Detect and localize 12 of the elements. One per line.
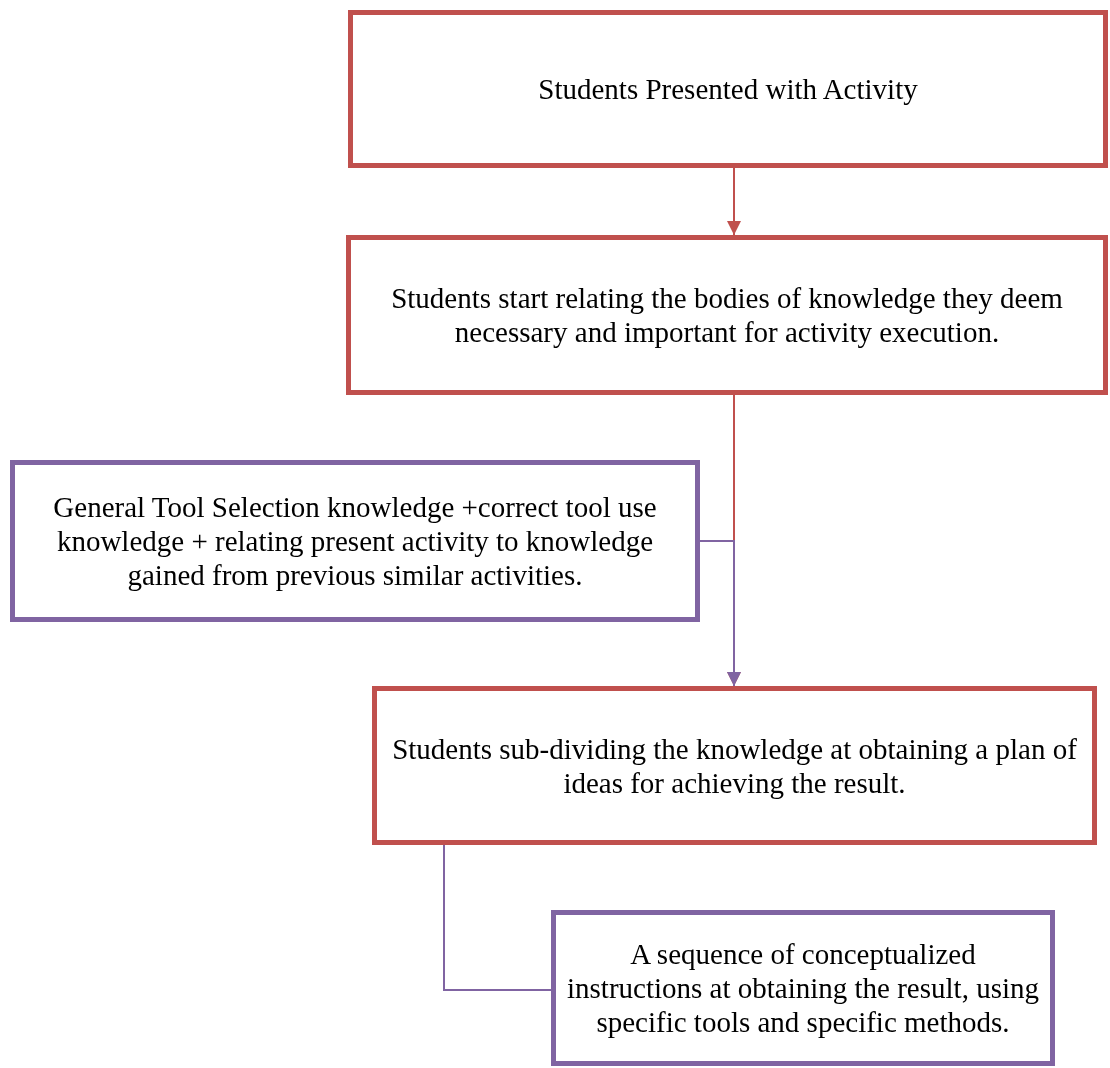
- process-box: [348, 10, 1108, 168]
- process-box: [346, 235, 1108, 395]
- process-box: [372, 686, 1097, 845]
- connector-arrow: [727, 167, 741, 236]
- box-text: Students sub-dividing the knowledge at obtaining a plan of ideas for achieving the result.: [391, 731, 1078, 800]
- process-box: [551, 910, 1055, 1066]
- box-text: Students start relating the bodies of knowledge they deem necessary and important for activity execution.: [390, 281, 1064, 349]
- process-box: [10, 460, 700, 622]
- connector-arrow: [699, 540, 741, 687]
- box-text: General Tool Selection knowledge +correct tool use knowledge + relating present activity to knowledge gained from previous similar activities.: [52, 490, 658, 592]
- box-text: Students Presented with Activity: [538, 72, 918, 106]
- box-text: A sequence of conceptualized instructions at obtaining the result, using specific tools and specific methods.: [566, 937, 1040, 1039]
